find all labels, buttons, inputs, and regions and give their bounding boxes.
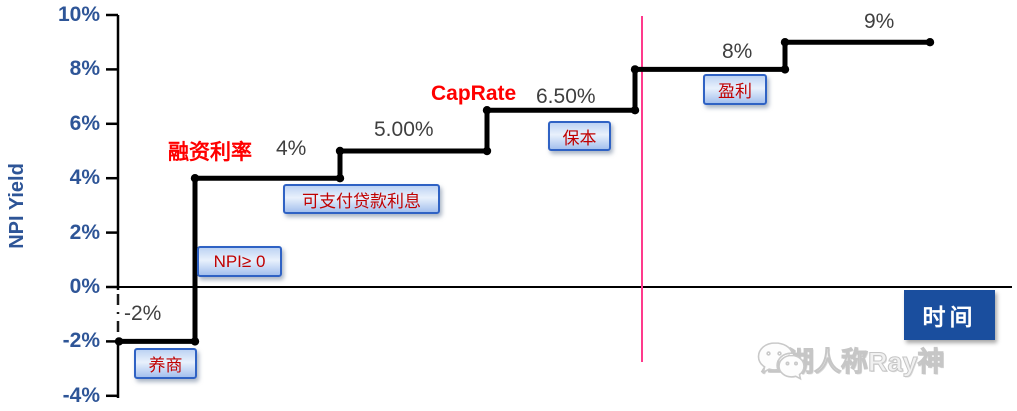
step-value-label-neg2: -2% (124, 302, 162, 325)
y-tick-label: 6% (69, 111, 100, 135)
step-value-label-4: 4% (276, 137, 307, 160)
financing-rate-label: 融资利率 (168, 141, 252, 164)
step-value-label-65: 6.50% (536, 85, 596, 108)
x-axis-title-box: 时间 (904, 290, 995, 340)
y-tick-label: 8% (69, 57, 100, 81)
stage-box-nurture: 养商 (134, 348, 197, 379)
y-axis-ticks (106, 13, 118, 398)
y-tick-label: 2% (69, 220, 100, 244)
step-value-label-9: 9% (864, 10, 895, 33)
y-axis-title: NPI Yield (6, 163, 28, 249)
stage-box-npi: NPI≥ 0 (197, 246, 282, 277)
stage-box-breakeven: 保本 (548, 121, 611, 151)
y-tick-label: 4% (69, 166, 100, 190)
y-tick-label: 0% (69, 275, 100, 298)
stage-box-profit: 盈利 (703, 74, 767, 105)
cap-rate-label: CapRate (431, 82, 517, 105)
step-series (114, 38, 935, 346)
stage-box-loan-interest: 可支付贷款利息 (283, 184, 440, 214)
step-value-label-5: 5.00% (374, 118, 434, 141)
y-tick-label: -4% (62, 383, 100, 407)
y-tick-label: 10% (57, 3, 100, 26)
step-value-label-8: 8% (722, 40, 753, 63)
watermark: 江湖人称Ray神 (756, 340, 945, 381)
y-tick-label: -2% (62, 329, 100, 353)
